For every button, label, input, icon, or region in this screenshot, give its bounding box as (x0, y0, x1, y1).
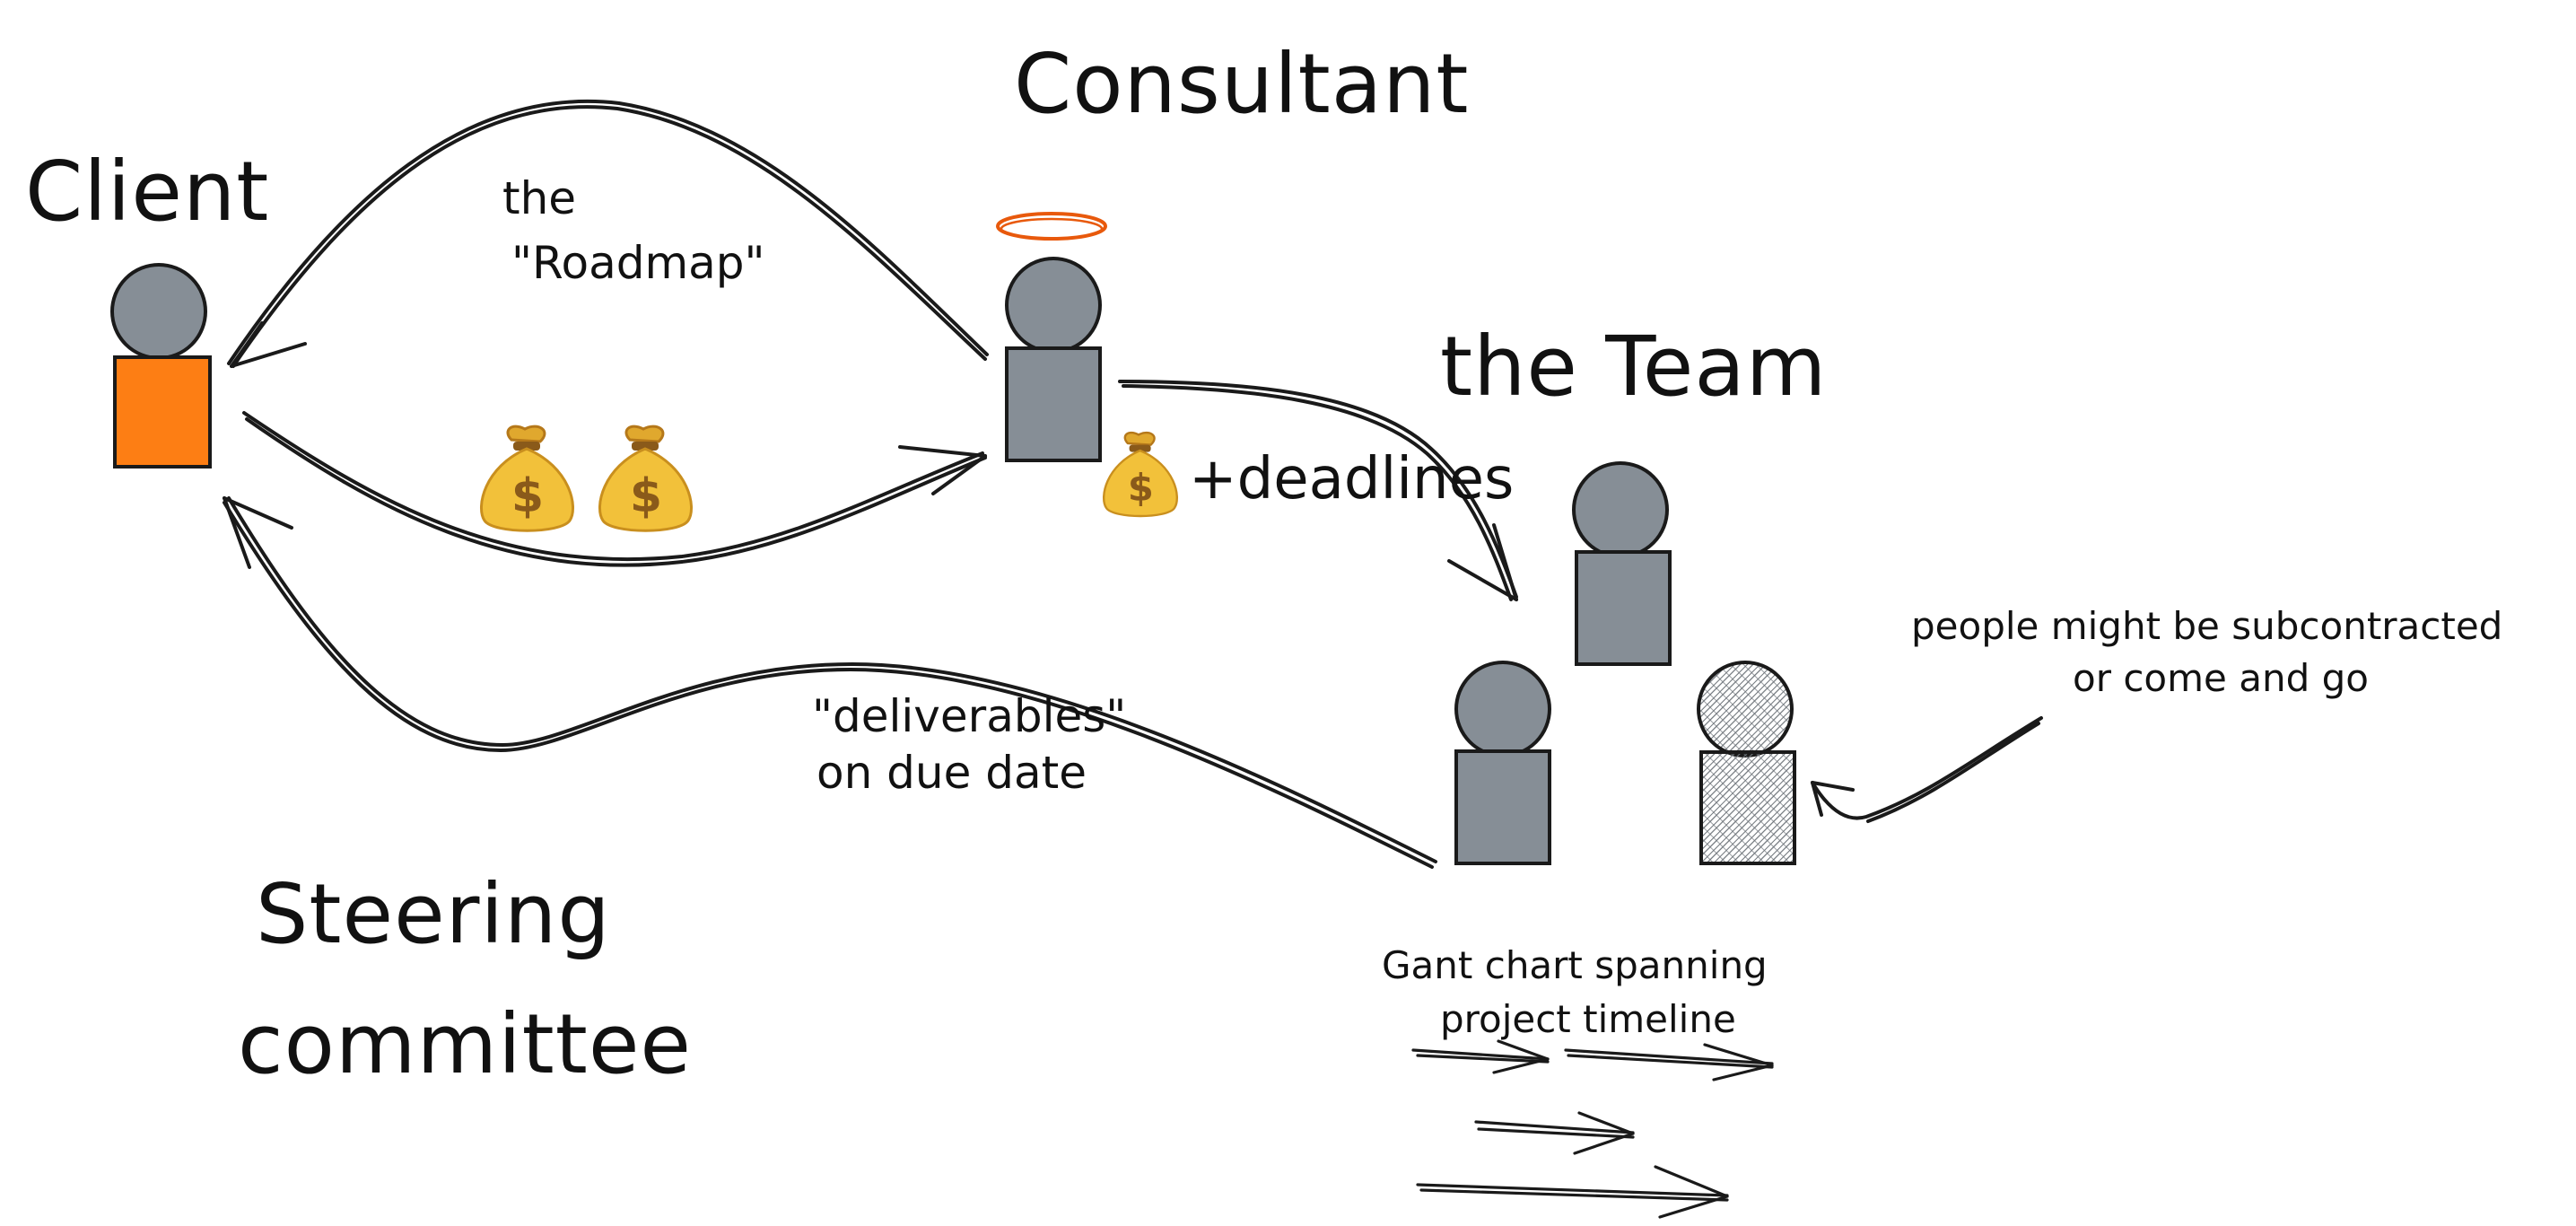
subcontract-label-line1: people might be subcontracted (1911, 604, 2502, 648)
consultant-title: Consultant (1014, 36, 1469, 132)
deliverables-label-line1: "deliverables" (812, 690, 1126, 742)
svg-text:$: $ (511, 469, 544, 523)
roadmap-arrow (227, 99, 989, 368)
deadlines-arrow (1118, 380, 1518, 601)
money-bag-icon: $ (1103, 431, 1178, 518)
money-bag-icon: $ (480, 425, 574, 532)
team-title: the Team (1440, 319, 1827, 415)
team-member-left (1454, 661, 1551, 865)
deliverables-label-line2: on due date (816, 747, 1087, 799)
team-member-hatched (1697, 661, 1796, 865)
money-bag-icon: $ (598, 425, 693, 532)
client-title: Client (25, 144, 269, 240)
subcontract-label-line2: or come and go (2073, 656, 2369, 700)
roadmap-label-line2: "Roadmap" (511, 237, 765, 289)
consultant-figure (996, 212, 1107, 462)
subcontract-arrow (1811, 716, 2043, 823)
gantt-label-line1: Gant chart spanning (1382, 943, 1768, 987)
consultant-head (1005, 257, 1102, 354)
payment-arrow (242, 411, 987, 567)
client-body (113, 355, 212, 469)
client-head (110, 263, 207, 360)
svg-text:$: $ (630, 469, 662, 523)
roadmap-label-line1: the (502, 172, 576, 224)
gantt-label-line2: project timeline (1440, 997, 1736, 1041)
client-figure (110, 263, 212, 469)
steering-title-line2: committee (238, 996, 692, 1092)
team-member-top (1572, 461, 1672, 666)
deadlines-label: +deadlines (1189, 446, 1514, 512)
steering-title-line1: Steering (256, 866, 611, 962)
deliverables-arrow (223, 496, 1437, 869)
consultant-body (1005, 346, 1102, 462)
gantt-arrows (1411, 1039, 1774, 1219)
svg-text:$: $ (1128, 466, 1154, 510)
